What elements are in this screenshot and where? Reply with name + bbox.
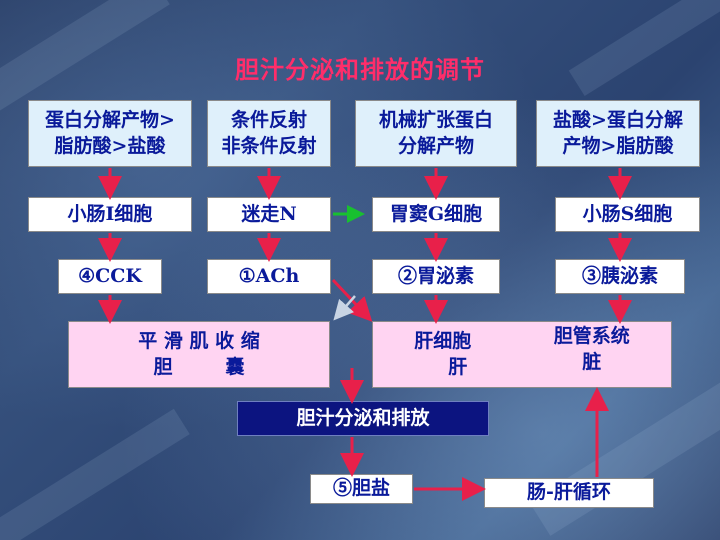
arrow-ach-to-gallbladder: [333, 295, 356, 321]
slide-title: 胆汁分泌和排放的调节: [235, 55, 485, 84]
cell-box-1: 小肠I细胞: [28, 197, 192, 232]
gallbladder-line1: 平 滑 肌 收 缩: [138, 329, 260, 352]
mediator-box-1: ④CCK: [58, 259, 162, 294]
bile-salt-box: ⑤胆盐: [310, 474, 413, 504]
stimulus-3-line2: 分解产物: [397, 134, 474, 157]
gallbladder-line2: 胆 囊: [153, 355, 245, 378]
stimulus-4-line1: 盐酸>蛋白分解: [553, 108, 683, 131]
gallbladder-target-box: 平 滑 肌 收 缩 胆 囊: [68, 321, 330, 388]
stimulus-1-line1: 蛋白分解产物>: [45, 108, 175, 131]
liver-col-1: 肝细胞 肝: [414, 329, 471, 380]
stimulus-2-line2: 非条件反射: [221, 134, 317, 157]
cell-box-3: 胃窦G细胞: [372, 197, 500, 232]
stimulus-box-3: 机械扩张蛋白 分解产物: [355, 100, 517, 167]
liver-col-2: 胆管系统 脏: [554, 324, 630, 375]
cell-box-4: 小肠S细胞: [555, 197, 700, 232]
stimulus-box-1: 蛋白分解产物> 脂肪酸>盐酸: [28, 100, 192, 167]
liver-target-box: 肝细胞 肝 胆管系统 脏: [372, 321, 672, 388]
liver-col2-line1: 胆管系统: [553, 324, 630, 347]
mediator-box-4: ③胰泌素: [555, 259, 685, 294]
mediator-box-2: ①ACh: [207, 259, 331, 294]
liver-col1-line2: 肝: [448, 355, 468, 378]
stimulus-1-line2: 脂肪酸>盐酸: [54, 134, 166, 157]
arrow-ach-to-liver: [331, 278, 373, 322]
mediator-box-3: ②胃泌素: [372, 259, 500, 294]
stimulus-box-2: 条件反射 非条件反射: [207, 100, 331, 167]
cell-box-2: 迷走N: [207, 197, 331, 232]
stimulus-box-4: 盐酸>蛋白分解 产物>脂肪酸: [536, 100, 700, 167]
stimulus-4-line2: 产物>脂肪酸: [562, 134, 674, 157]
liver-col2-line2: 脏: [582, 350, 602, 373]
liver-col1-line1: 肝细胞: [414, 329, 472, 352]
stimulus-2-line1: 条件反射: [230, 108, 307, 131]
stimulus-3-line1: 机械扩张蛋白: [378, 108, 493, 131]
enterohepatic-circulation-box: 肠-肝循环: [484, 478, 654, 508]
